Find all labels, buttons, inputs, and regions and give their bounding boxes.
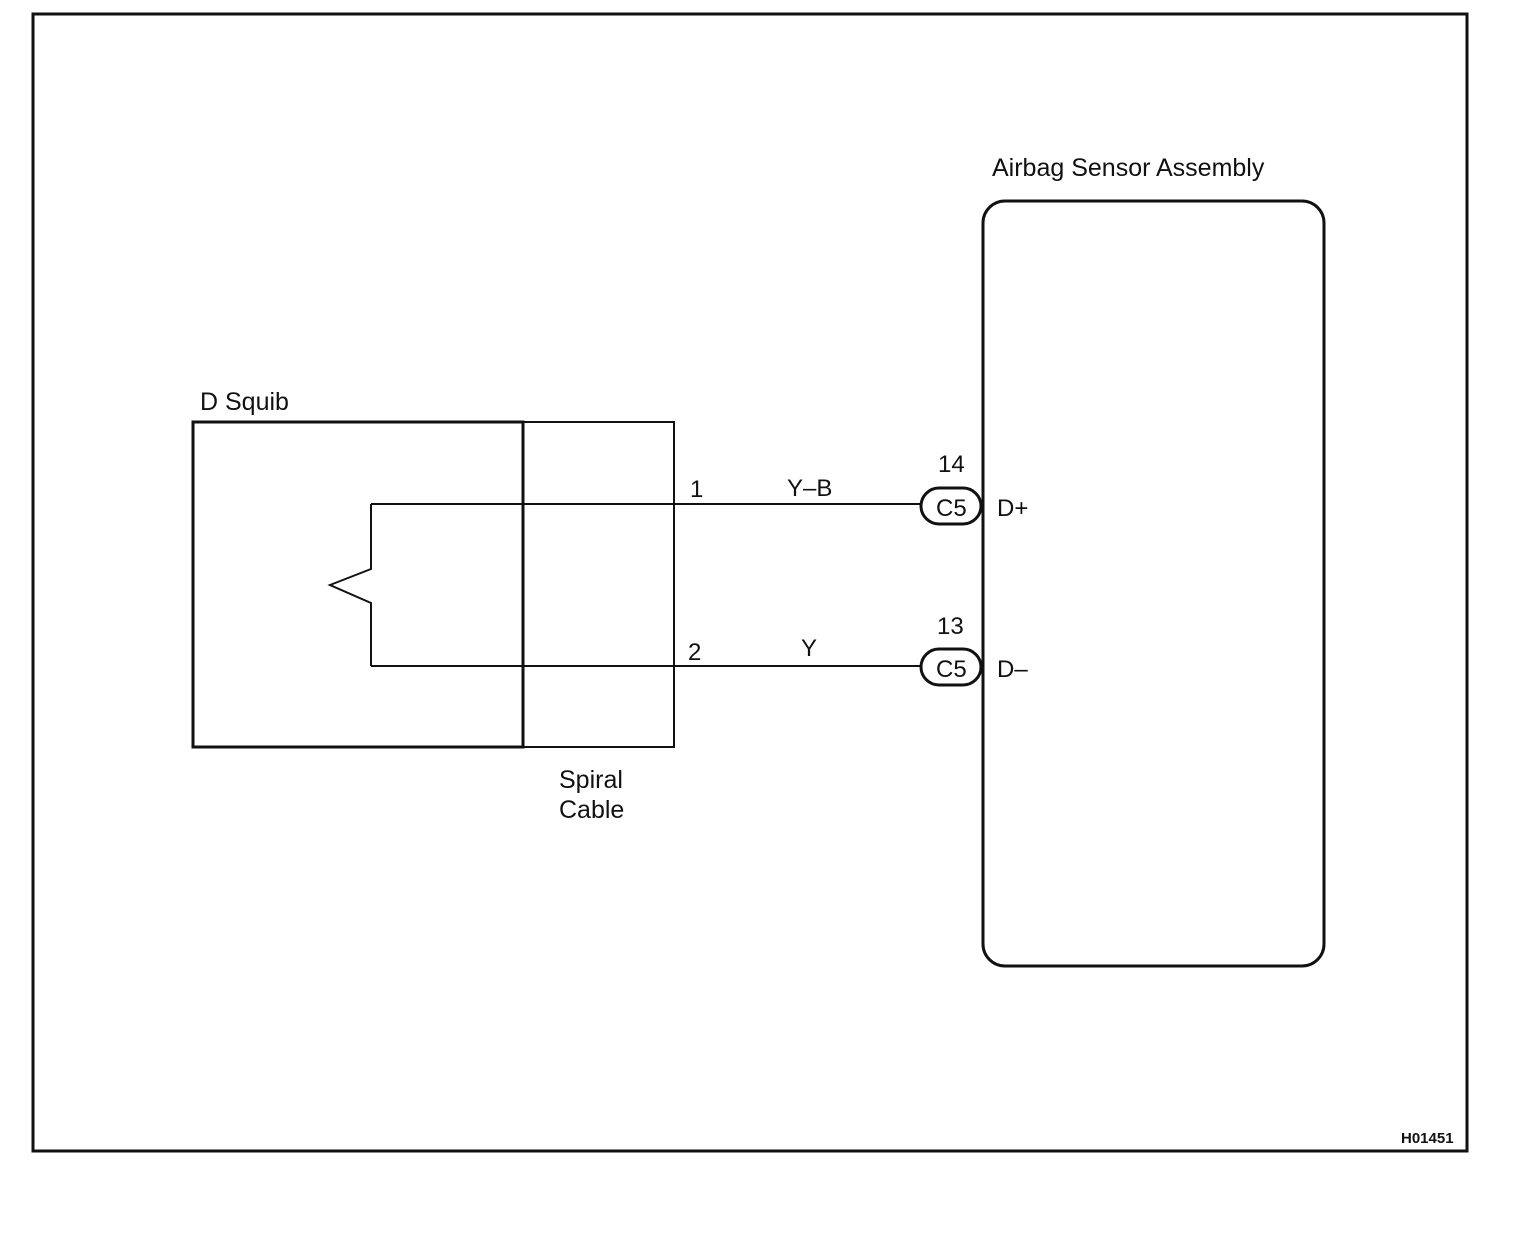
spiral-cable-label-line2: Cable: [559, 796, 624, 824]
spiral-cable-label-line1: Spiral: [559, 766, 623, 794]
airbag-sensor-box: [981, 199, 1326, 968]
squib-element-symbol: [327, 504, 372, 666]
squib-label: D Squib: [200, 388, 289, 416]
spiral-cable-box: [522, 421, 675, 748]
figure-code: H01451: [1401, 1130, 1454, 1147]
wire-1-pin: 1: [690, 476, 703, 503]
terminal-d-minus: D–: [997, 656, 1028, 683]
wire-2-color: Y: [801, 635, 817, 662]
ecu-pin-13: 13: [937, 613, 964, 640]
connector-c5-pin13: [919, 647, 983, 687]
terminal-d-plus: D+: [997, 495, 1028, 522]
outer-frame: [31, 12, 1469, 1153]
airbag-sensor-label: Airbag Sensor Assembly: [992, 154, 1265, 182]
ecu-pin-14: 14: [938, 451, 965, 478]
wire-2-pin: 2: [688, 639, 701, 666]
wire-1-color: Y–B: [787, 475, 832, 502]
squib-box: [191, 420, 525, 749]
connector-2-label: C5: [936, 656, 967, 683]
connector-1-label: C5: [936, 495, 967, 522]
connector-c5-pin14: [919, 486, 983, 526]
